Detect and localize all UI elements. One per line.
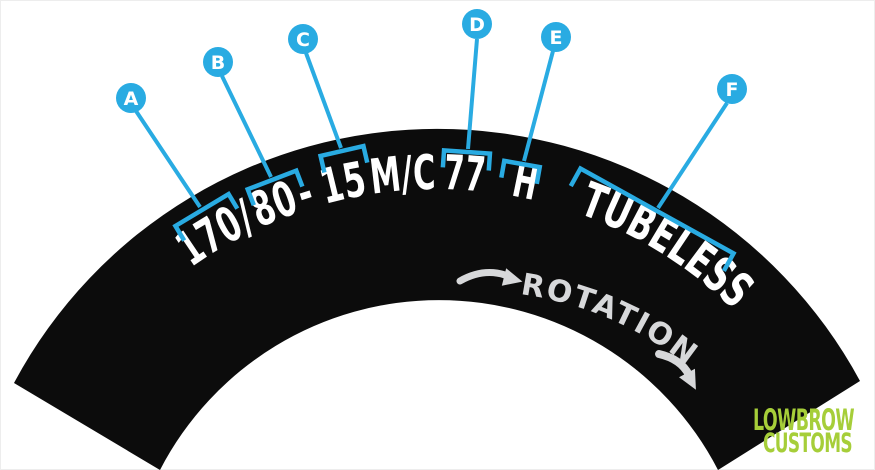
callout-line-c xyxy=(304,52,343,149)
callout-letter-b: B xyxy=(211,52,225,74)
callout-letter-f: F xyxy=(726,79,739,101)
callout-line-d xyxy=(466,38,479,150)
callout-circle-a xyxy=(116,83,146,113)
callout-bracket-c xyxy=(317,143,370,174)
callout-line-b xyxy=(220,75,273,178)
callout-brackets xyxy=(172,143,737,273)
logo-line-customs: CUSTOMS xyxy=(763,428,852,459)
callout-line-a xyxy=(134,109,202,209)
marking-mc: M/C xyxy=(367,145,436,206)
callout-circle-b xyxy=(203,47,233,77)
rotation-arrow-leading-head-icon xyxy=(501,268,523,286)
callout-circle-f xyxy=(717,74,747,104)
lowbrow-customs-logo: LOWBROW CUSTOMS xyxy=(753,403,856,459)
callout-letter-c: C xyxy=(296,29,310,51)
callout-bracket-d xyxy=(440,147,493,171)
callout-line-f xyxy=(656,101,729,210)
callout-lines xyxy=(134,38,729,210)
callout-letter-d: D xyxy=(469,14,485,36)
callout-circle-c xyxy=(288,24,318,54)
callout-bracket-e xyxy=(499,158,543,185)
rotation-arrow-trailing-shaft xyxy=(655,350,693,379)
callout-bracket-f xyxy=(568,165,737,273)
callout-bracket-a xyxy=(172,190,240,242)
rotation-arrow-leading-shaft xyxy=(456,269,509,285)
callout-circle-e xyxy=(541,22,571,52)
callout-badges: A B C D E F xyxy=(116,9,747,113)
rotation-arrow-trailing-head-icon xyxy=(679,368,696,390)
callout-line-e xyxy=(522,50,555,162)
tire-sidewall xyxy=(14,128,860,470)
callout-letter-a: A xyxy=(124,88,139,110)
logo-line-lowbrow: LOWBROW xyxy=(753,403,855,437)
callout-bracket-b xyxy=(244,167,305,206)
callout-circle-d xyxy=(462,9,492,39)
callout-letter-e: E xyxy=(550,27,563,49)
